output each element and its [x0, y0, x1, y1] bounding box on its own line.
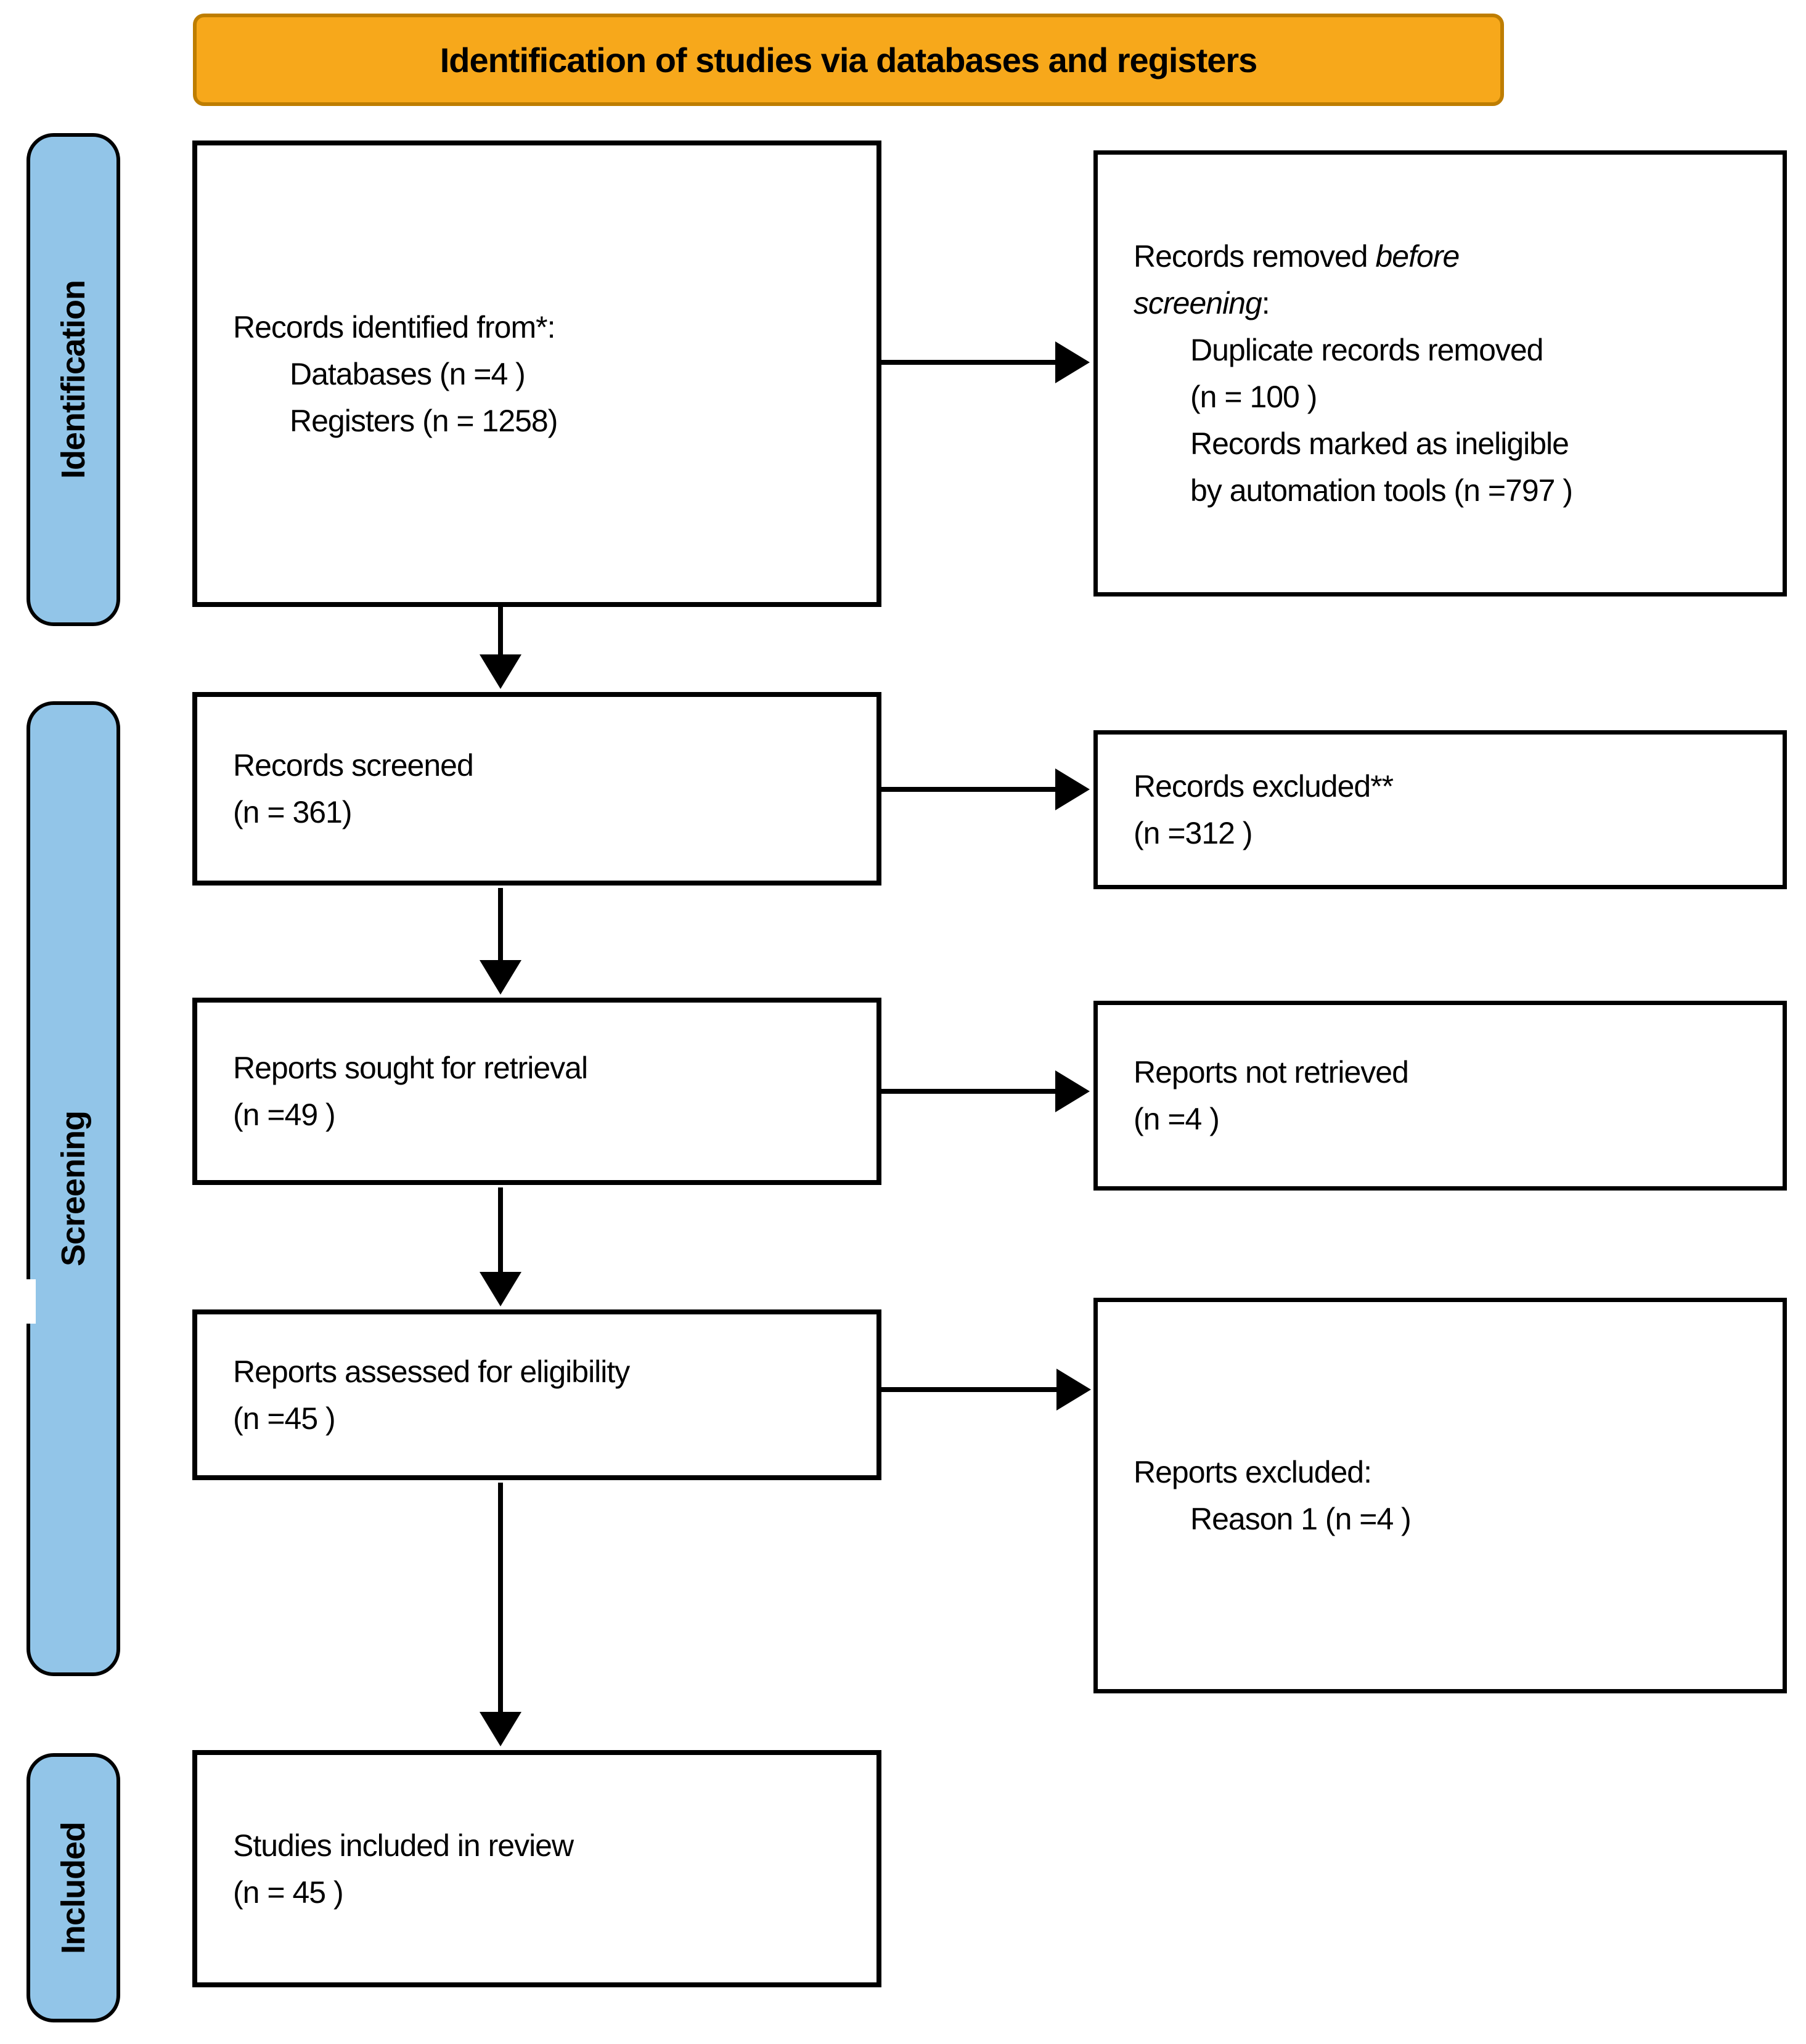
screening-bar-gap-artifact	[22, 1279, 36, 1324]
box-records-excluded: Records excluded** (n =312 )	[1093, 730, 1787, 889]
records-identified-item: Registers (n = 1258)	[290, 403, 558, 438]
reports-not-retrieved-count: (n =4 )	[1134, 1102, 1220, 1136]
studies-included-count: (n = 45 )	[233, 1875, 344, 1910]
records-screened-label: Records screened	[233, 748, 474, 783]
reports-assessed-count: (n =45 )	[233, 1401, 336, 1436]
stage-bar-screening: Screening	[27, 701, 120, 1676]
records-excluded-count: (n =312 )	[1134, 816, 1253, 850]
reports-assessed-label: Reports assessed for eligibility	[233, 1354, 630, 1389]
records-identified-title: Records identified from*:	[233, 309, 555, 344]
arrowhead-identified-to-screened	[480, 654, 521, 689]
box-studies-included: Studies included in review (n = 45 )	[192, 1750, 881, 1987]
reports-excluded-title: Reports excluded:	[1134, 1455, 1372, 1489]
arrowhead-assessed-to-included	[480, 1712, 521, 1746]
box-records-screened: Records screened (n = 361)	[192, 692, 881, 886]
stage-label-identification: Identification	[55, 280, 92, 479]
arrowhead-screened-to-excluded	[1055, 768, 1090, 810]
box-records-removed: Records removed before screening: Duplic…	[1093, 150, 1787, 597]
records-removed-item: Records marked as ineligible	[1190, 426, 1569, 461]
records-screened-count: (n = 361)	[233, 795, 353, 829]
arrowhead-identified-to-removed	[1055, 341, 1090, 383]
records-removed-item: by automation tools (n =797 )	[1190, 473, 1573, 508]
box-reports-sought: Reports sought for retrieval (n =49 )	[192, 998, 881, 1185]
reports-sought-count: (n =49 )	[233, 1097, 336, 1132]
stage-bar-identification: Identification	[27, 133, 120, 626]
records-removed-item: (n = 100 )	[1190, 380, 1317, 414]
studies-included-label: Studies included in review	[233, 1828, 574, 1863]
records-removed-item: Duplicate records removed	[1190, 333, 1544, 367]
stage-bar-included: Included	[27, 1753, 120, 2022]
reports-not-retrieved-label: Reports not retrieved	[1134, 1055, 1409, 1089]
records-identified-item: Databases (n =4 )	[290, 356, 526, 391]
records-removed-title-line1: Records removed before	[1134, 239, 1460, 274]
records-excluded-label: Records excluded**	[1134, 769, 1394, 804]
box-records-identified: Records identified from*: Databases (n =…	[192, 140, 881, 607]
reports-excluded-item: Reason 1 (n =4 )	[1190, 1502, 1412, 1536]
banner-identification-of-studies: Identification of studies via databases …	[193, 14, 1504, 106]
arrowhead-screened-to-sought	[480, 960, 521, 995]
box-reports-assessed: Reports assessed for eligibility (n =45 …	[192, 1309, 881, 1480]
records-removed-title-line2: screening:	[1134, 286, 1270, 320]
arrowhead-sought-to-not-retrieved	[1055, 1070, 1090, 1112]
stage-label-screening: Screening	[55, 1110, 92, 1267]
banner-label: Identification of studies via databases …	[439, 40, 1258, 79]
arrowhead-sought-to-assessed	[480, 1272, 521, 1306]
stage-label-included: Included	[55, 1822, 92, 1954]
box-reports-excluded: Reports excluded: Reason 1 (n =4 )	[1093, 1298, 1787, 1693]
arrowhead-assessed-to-excluded	[1056, 1369, 1091, 1411]
box-reports-not-retrieved: Reports not retrieved (n =4 )	[1093, 1001, 1787, 1191]
reports-sought-label: Reports sought for retrieval	[233, 1051, 588, 1085]
